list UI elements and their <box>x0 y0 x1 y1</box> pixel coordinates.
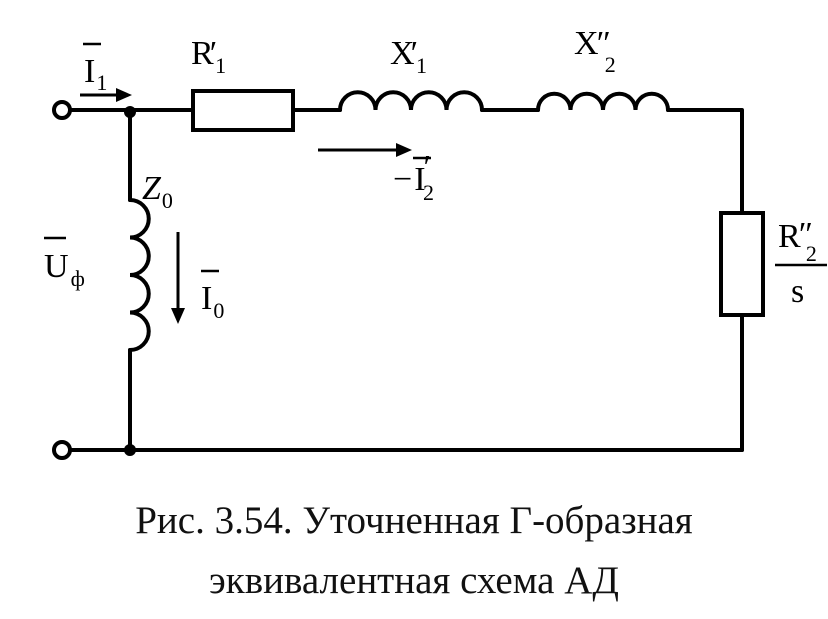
input-terminal-bottom <box>52 440 72 460</box>
label-i2: −I′2 <box>393 149 434 205</box>
input-terminal-top <box>52 100 72 120</box>
label-uf: Uф <box>44 248 85 291</box>
inductor-x2 <box>536 91 670 112</box>
figure-caption-line-2: эквивалентная схема АД <box>209 559 619 602</box>
label-r1: R′1 <box>191 35 226 78</box>
wire-top-right <box>666 108 744 215</box>
label-x1: X′1 <box>390 35 427 78</box>
arrow-i0 <box>171 232 185 324</box>
junction-node-bottom <box>124 444 136 456</box>
label-i1: I1 <box>84 53 107 95</box>
label-i0: I0 <box>201 280 224 323</box>
inductor-z0 <box>128 198 151 352</box>
arrow-i1 <box>80 88 132 102</box>
label-r2-denominator-s: s <box>791 273 804 310</box>
label-z0: Z0 <box>142 170 173 213</box>
junction-node-top <box>124 106 136 118</box>
figure-caption-line-1: Рис. 3.54. Уточненная Г-образная <box>135 499 693 542</box>
resistor-r1 <box>191 89 295 132</box>
label-r2-numerator: R″2 <box>778 216 817 266</box>
label-x2: X″2 <box>574 25 616 77</box>
resistor-r2-over-s <box>719 211 765 317</box>
inductor-x1 <box>338 90 484 112</box>
arrow-i2 <box>318 143 412 157</box>
